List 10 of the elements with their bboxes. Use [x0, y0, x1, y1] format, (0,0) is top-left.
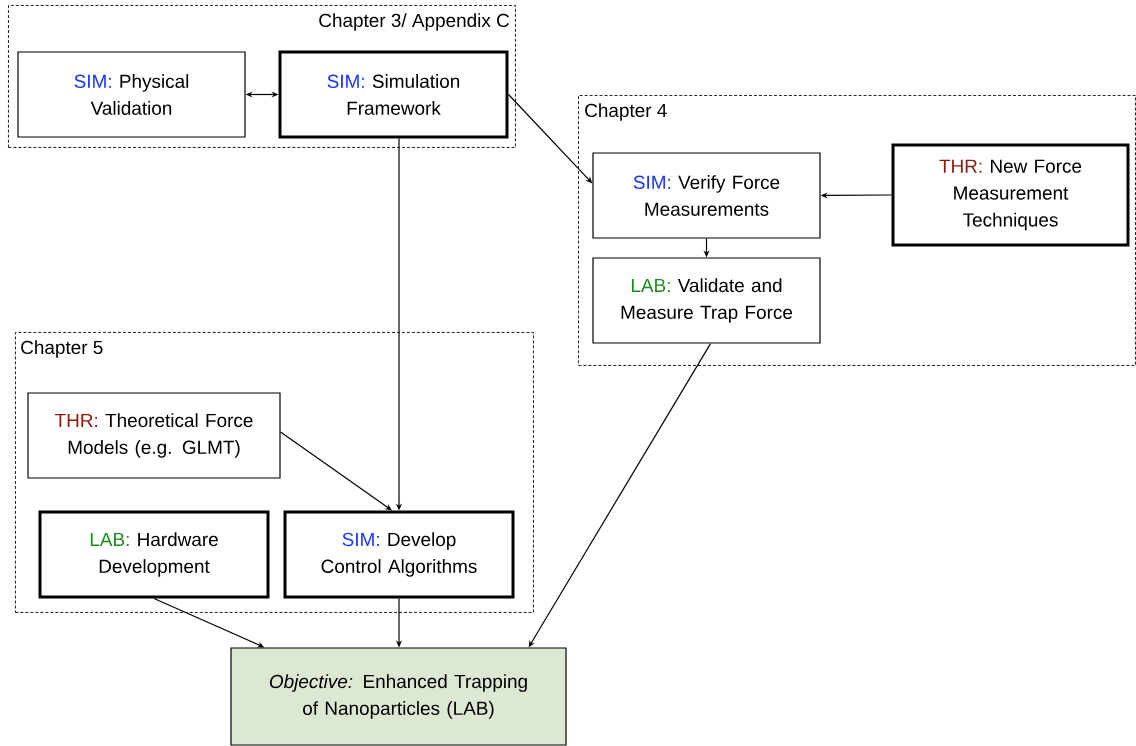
process-box: THR: New Force Measurement Techniques — [891, 143, 1130, 247]
arrow — [280, 431, 392, 511]
process-box: SIM: Develop Control Algorithms — [283, 510, 515, 599]
process-box: SIM: Physical Validation — [17, 51, 246, 138]
process-box: LAB: Hardware Development — [38, 510, 270, 599]
process-box: SIM: Verify Force Measurements — [592, 152, 821, 239]
objective-box: Objective: Enhanced Trapping of Nanoparticles (LAB) — [230, 647, 567, 746]
process-box: SIM: Simulation Framework — [278, 50, 509, 139]
process-box: THR: Theoretical Force Models (e.g. GLMT) — [27, 392, 281, 479]
process-box: LAB: Validate and Measure Trap Force — [592, 257, 821, 344]
